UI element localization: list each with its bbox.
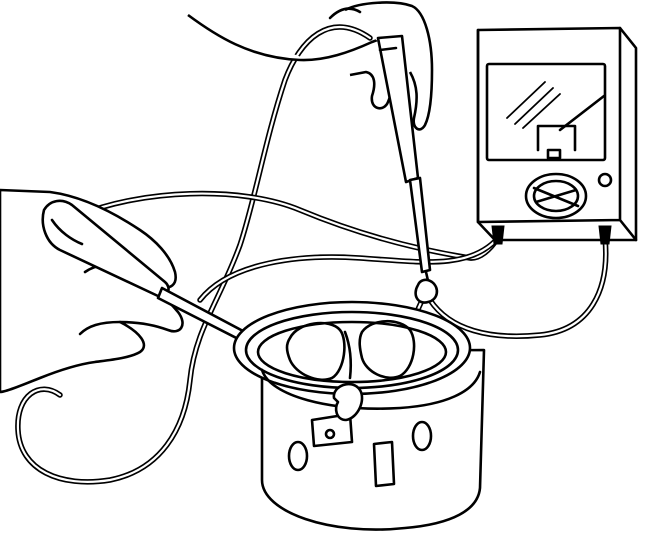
body-slot	[372, 440, 396, 488]
test-leads	[15, 24, 609, 485]
test-clip	[414, 278, 439, 304]
inner-coil-right	[358, 319, 416, 379]
test-probe-upper	[376, 34, 439, 304]
terminal-left	[491, 225, 505, 245]
body-hole-right	[411, 420, 433, 452]
meter	[476, 26, 638, 245]
hand-lower	[0, 188, 184, 394]
body-hole-left	[287, 440, 309, 472]
adjust-knob	[524, 172, 588, 220]
meter-face	[485, 62, 607, 162]
zero-screw	[597, 172, 613, 188]
meter-needle	[558, 94, 606, 132]
cylinder-part	[232, 300, 486, 531]
terminal-right	[598, 225, 612, 245]
inner-coil-left	[285, 321, 346, 381]
lead-meter-right	[427, 235, 609, 339]
